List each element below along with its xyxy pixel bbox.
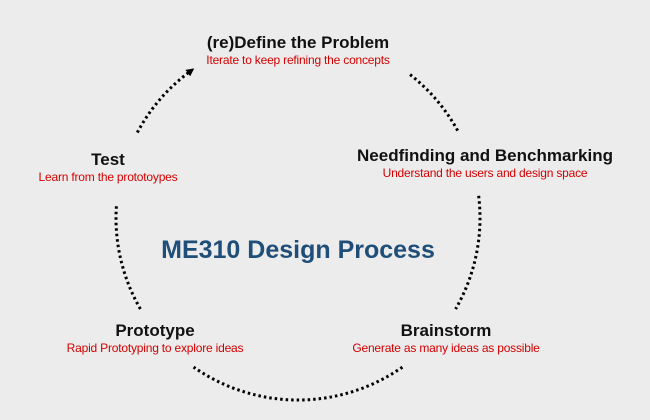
step-subtitle: Rapid Prototyping to explore ideas bbox=[66, 341, 244, 355]
arc-needfinding-to-brainstorm bbox=[454, 195, 482, 310]
step-prototype: Prototype Rapid Prototyping to explore i… bbox=[67, 321, 244, 356]
arc-brainstorm-to-prototype bbox=[192, 365, 404, 402]
step-subtitle: Understand the users and design space bbox=[382, 166, 588, 180]
arc-test-to-define bbox=[135, 68, 195, 134]
arc-define-to-needfinding bbox=[409, 73, 461, 134]
diagram-title: ME310 Design Process bbox=[161, 236, 435, 264]
step-needfinding: Needfinding and Benchmarking Understand … bbox=[357, 146, 613, 181]
step-test: Test Learn from the prototoypes bbox=[39, 150, 178, 185]
step-title: (re)Define the Problem bbox=[206, 33, 390, 52]
step-title: Needfinding and Benchmarking bbox=[357, 146, 613, 165]
step-subtitle: Learn from the prototoypes bbox=[38, 170, 178, 184]
step-subtitle: Iterate to keep refining the concepts bbox=[206, 53, 390, 67]
step-title: Brainstorm bbox=[400, 321, 492, 340]
step-title: Prototype bbox=[115, 321, 195, 340]
step-brainstorm: Brainstorm Generate as many ideas as pos… bbox=[352, 321, 540, 356]
arc-prototype-to-test bbox=[114, 205, 142, 310]
step-define: (re)Define the Problem Iterate to keep r… bbox=[206, 33, 390, 68]
step-subtitle: Generate as many ideas as possible bbox=[352, 341, 540, 355]
step-title: Test bbox=[91, 150, 125, 169]
